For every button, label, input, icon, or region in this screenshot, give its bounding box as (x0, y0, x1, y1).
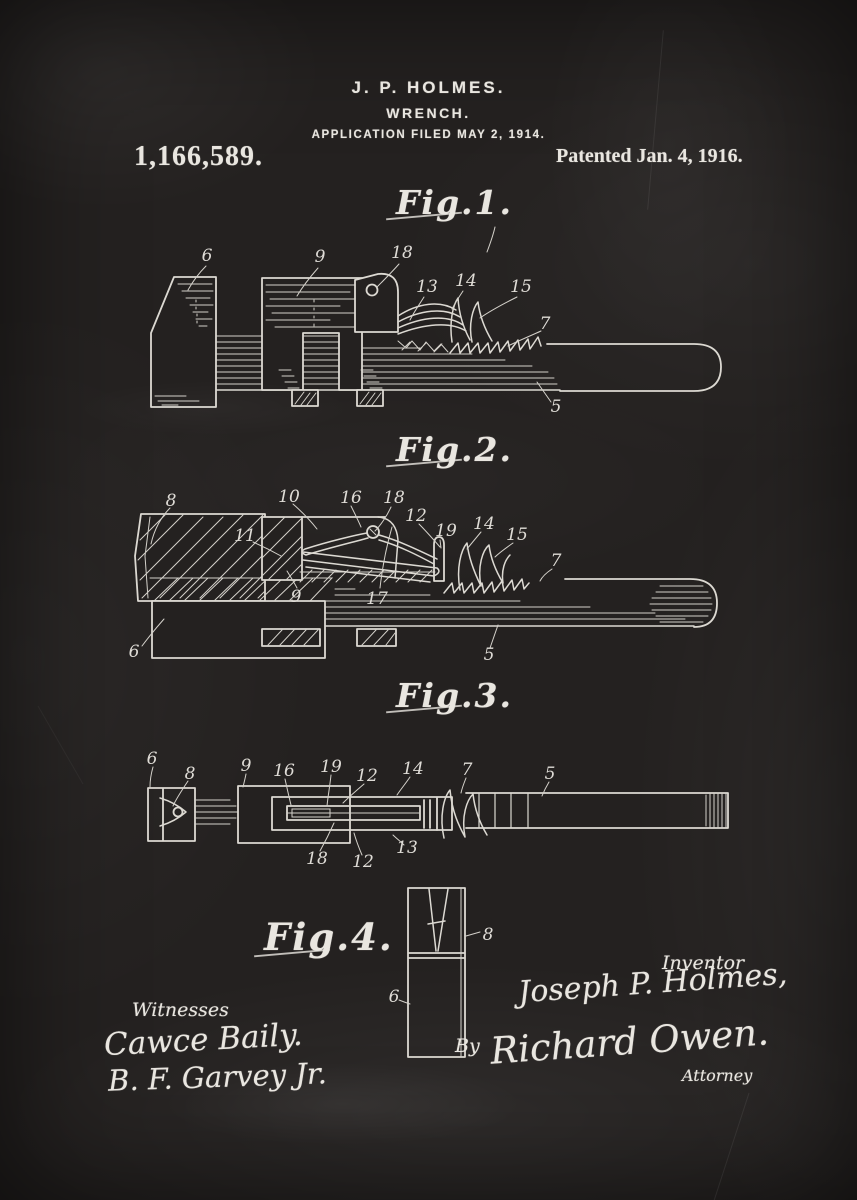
fig4-label: Fig.4. (264, 915, 394, 959)
fig3-gripping-teeth (441, 789, 488, 839)
fig1-callout: 13 (416, 277, 438, 297)
fig3-callout: 12 (352, 852, 374, 872)
fig2-callout: 12 (405, 506, 427, 526)
patent-date: Patented Jan. 4, 1916. (556, 145, 743, 167)
fig2-callout: 17 (366, 589, 388, 609)
fig3-callout-numbers: 6 8 9 16 19 12 14 7 5 18 12 13 (147, 749, 556, 872)
scratch-mark (37, 705, 84, 785)
fig2-lever-and-pawl (301, 525, 445, 583)
fig3-sliding-block (237, 785, 453, 844)
fig2-label: Fig.2. (396, 430, 513, 469)
fig3-handle (465, 792, 729, 829)
by-label: By (455, 1035, 480, 1057)
fig1-callout-numbers: 6 9 18 13 14 15 7 5 (202, 243, 562, 417)
fig2-callout: 18 (383, 488, 405, 508)
attorney-label: Attorney (682, 1066, 753, 1085)
fig1-label: Fig.1. (396, 183, 513, 222)
fig2-sleeve-section (261, 516, 436, 583)
fig2-callout: 19 (435, 521, 457, 541)
fig3-pivot (172, 806, 184, 818)
fig2-callout: 9 (291, 587, 302, 607)
fig3-callout: 8 (185, 764, 196, 784)
fig3-callout: 13 (396, 838, 418, 858)
witness-signature-1: Cawce Baily. (103, 1016, 304, 1064)
fig1-pivot-hole (365, 283, 379, 297)
fig2-leader-lines (141, 503, 553, 649)
patent-title-heading: WRENCH. (386, 105, 471, 121)
scratch-mark (711, 1092, 750, 1200)
fig1-rack-teeth (449, 336, 542, 354)
fig2-callout: 6 (129, 642, 140, 662)
fig3-callout: 16 (273, 761, 295, 781)
fig3-head (147, 787, 196, 842)
inventor-label: Inventor (662, 952, 745, 974)
fig3-callout: 9 (241, 756, 252, 776)
fig1-leader-lines (187, 263, 552, 403)
fig1-callout: 7 (540, 314, 551, 334)
fig2-callout: 7 (551, 551, 562, 571)
fig2-guide-tabs (261, 628, 397, 647)
fig4-leader-lines (398, 931, 481, 1005)
fig4-bar (407, 887, 466, 1058)
fig4-callout-numbers: 8 6 (389, 925, 494, 1007)
fig1-callout: 9 (315, 247, 326, 267)
fig1-fixed-jaw (150, 276, 217, 408)
fig3-callout: 12 (356, 766, 378, 786)
patent-number: 1,166,589. (134, 141, 263, 172)
fig2-callout: 5 (484, 645, 495, 665)
witness-signature-2: B. F. Garvey Jr. (107, 1056, 328, 1098)
fig4-callout: 8 (483, 925, 494, 945)
fig1-stray-mark (486, 226, 496, 253)
patent-application-line: APPLICATION FILED MAY 2, 1914. (311, 129, 546, 141)
fig2-rack-teeth (443, 578, 530, 594)
fig4-callout: 6 (389, 987, 400, 1007)
attorney-signature: Richard Owen. (488, 1010, 771, 1073)
fig2-callout: 15 (506, 525, 528, 545)
fig2-gripping-teeth (457, 542, 511, 591)
fig4-drawing: 8 6 (389, 887, 494, 1058)
fig1-callout: 14 (455, 271, 477, 291)
fig3-shank-shading (195, 799, 239, 825)
fig1-callout: 5 (551, 397, 562, 417)
fig1-handle (546, 343, 722, 392)
fig1-callout: 18 (391, 243, 413, 263)
fig1-shank-shading (205, 335, 561, 391)
fig3-leader-lines (149, 766, 550, 856)
patent-inventor-heading: J. P. HOLMES. (351, 78, 506, 97)
fig3-callout: 18 (306, 849, 328, 869)
witnesses-label: Witnesses (132, 999, 229, 1021)
fig3-callout: 6 (147, 749, 158, 769)
fig1-drawing: 6 9 18 13 14 15 7 5 (150, 226, 722, 417)
fig2-drawing: 8 10 16 18 11 12 19 14 15 7 9 17 6 5 (129, 487, 718, 665)
fig2-callout: 14 (473, 514, 495, 534)
fig1-callout: 6 (202, 246, 213, 266)
fig2-callout: 8 (166, 491, 177, 511)
fig3-drawing: 6 8 9 16 19 12 14 7 5 18 12 13 (147, 749, 729, 872)
fig2-callout-numbers: 8 10 16 18 11 12 19 14 15 7 9 17 6 5 (129, 487, 562, 665)
fig2-pivot-pin (366, 525, 380, 539)
fig2-callout: 16 (340, 488, 362, 508)
fig1-pivot-piece (354, 272, 399, 333)
fig1-callout: 15 (510, 277, 532, 297)
fig2-callout: 10 (278, 487, 300, 507)
fig2-handle (564, 578, 718, 628)
inventor-signature: Joseph P. Holmes, (517, 956, 789, 1011)
fig3-callout: 5 (545, 764, 556, 784)
fig3-label: Fig.3. (396, 676, 513, 715)
fig2-callout: 11 (234, 526, 256, 546)
fig3-callout: 14 (402, 759, 424, 779)
fig3-callout: 19 (320, 757, 342, 777)
fig3-callout: 7 (462, 760, 473, 780)
